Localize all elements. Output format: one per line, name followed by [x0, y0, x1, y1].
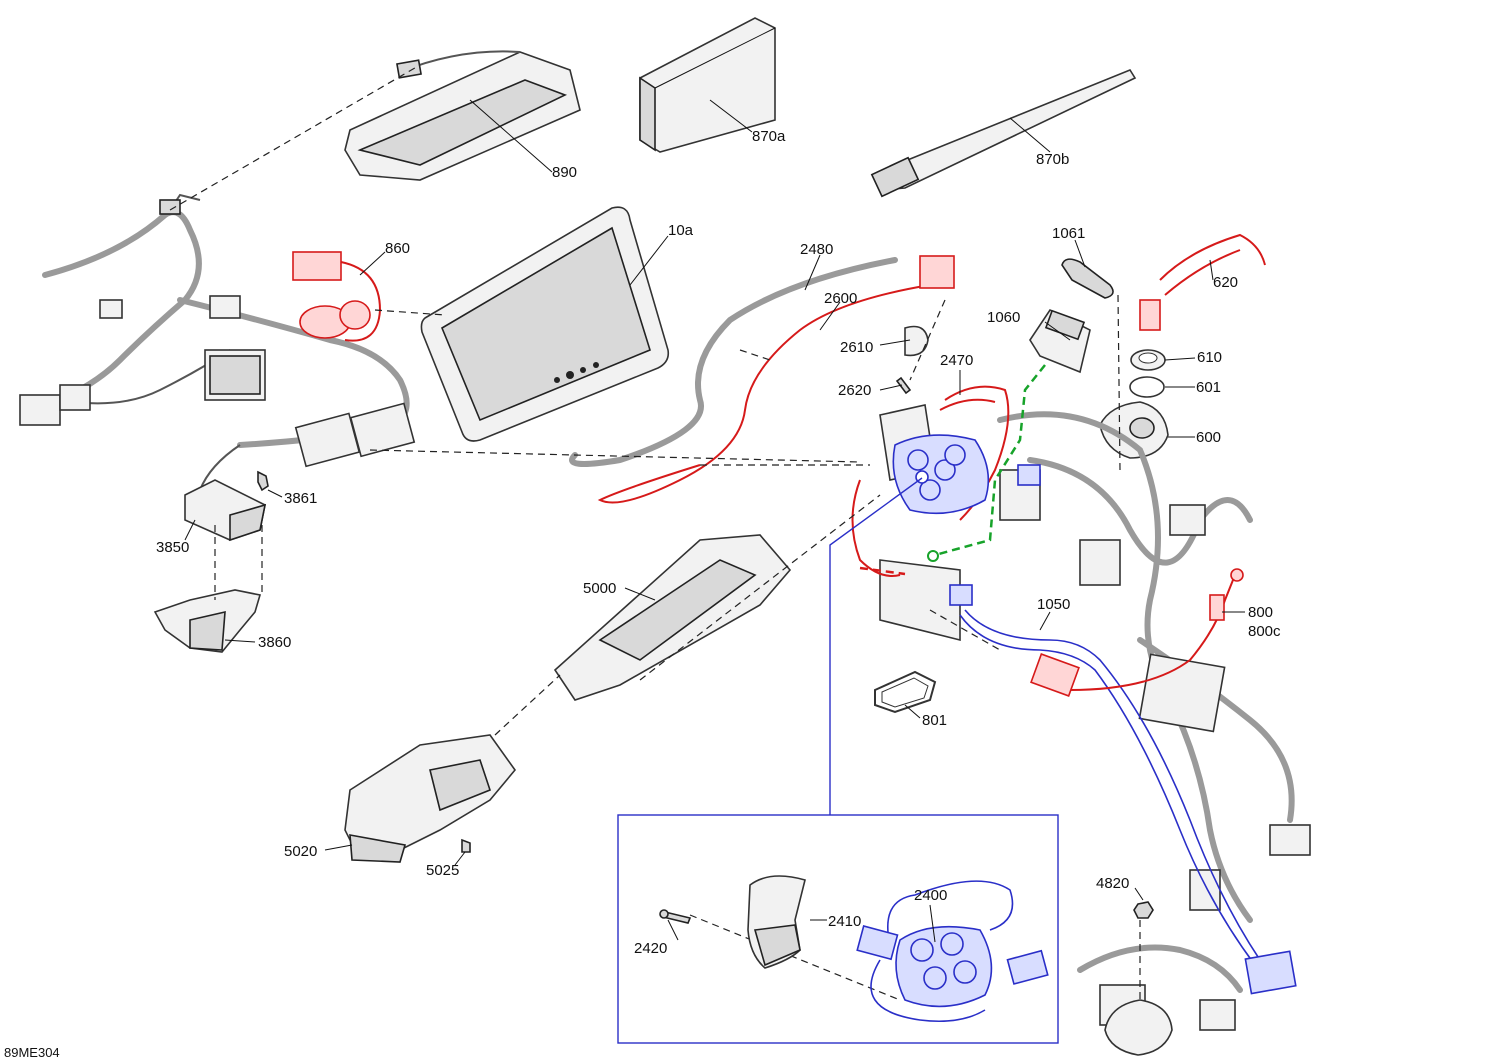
part-2610-clip	[904, 325, 929, 357]
part-2400-switch-on-harness	[892, 434, 1041, 606]
label-10a: 10a	[668, 222, 694, 239]
label-2480: 2480	[800, 241, 833, 258]
part-2420-screw	[659, 909, 692, 924]
label-600: 600	[1196, 429, 1221, 446]
part-2620-screw	[895, 376, 912, 395]
part-1061-cover	[1061, 258, 1114, 299]
part-4820-nut	[1133, 901, 1154, 919]
part-801-gasket	[874, 670, 937, 714]
label-800c: 800c	[1248, 623, 1281, 640]
label-890: 890	[552, 164, 577, 181]
part-2480-cable	[569, 257, 898, 467]
part-2600-cable	[597, 255, 955, 504]
label-3860: 3860	[258, 634, 291, 651]
part-870a-foam-block	[639, 17, 776, 153]
diagram-code: 89ME304	[4, 1045, 60, 1060]
part-870b-cable-tie	[870, 69, 1137, 198]
label-860: 860	[385, 240, 410, 257]
part-620-tether-cord	[1139, 233, 1266, 331]
inset-detail	[617, 477, 1059, 1044]
label-5000: 5000	[583, 580, 616, 597]
label-2600: 2600	[824, 290, 857, 307]
label-870b: 870b	[1036, 151, 1069, 168]
label-610: 610	[1197, 349, 1222, 366]
label-1060: 1060	[987, 309, 1020, 326]
part-labels: 890 870a 870b 860 10a 2480 2600 1061 620…	[4, 128, 1281, 1060]
part-5020-housing	[344, 734, 517, 863]
label-800: 800	[1248, 604, 1273, 621]
part-600-switch	[1099, 401, 1169, 459]
part-3860-bracket	[153, 589, 262, 653]
leader-lines	[184, 99, 1245, 943]
label-2620: 2620	[838, 382, 871, 399]
part-610-ring	[1130, 349, 1166, 371]
label-1050: 1050	[1037, 596, 1070, 613]
label-5025: 5025	[426, 862, 459, 879]
assembly-lines	[169, 64, 1141, 1001]
part-5025-screw	[461, 838, 471, 853]
label-801: 801	[922, 712, 947, 729]
part-860-connector	[292, 251, 382, 342]
label-870a: 870a	[752, 128, 786, 145]
label-2400: 2400	[914, 887, 947, 904]
part-5000-bracket	[553, 534, 792, 701]
label-4820: 4820	[1096, 875, 1129, 892]
label-3861: 3861	[284, 490, 317, 507]
part-1060-switch	[1029, 308, 1091, 374]
part-890-cover	[344, 50, 581, 181]
sensor-bottom	[1104, 999, 1173, 1056]
label-2420: 2420	[634, 940, 667, 957]
label-1061: 1061	[1052, 225, 1085, 242]
label-5020: 5020	[284, 843, 317, 860]
label-601: 601	[1196, 379, 1221, 396]
label-3850: 3850	[156, 539, 189, 556]
part-1050-cable	[959, 609, 1297, 995]
label-2410: 2410	[828, 913, 861, 930]
part-2400-switch-detail	[856, 880, 1049, 1023]
part-3861-screw	[257, 470, 269, 492]
label-620: 620	[1213, 274, 1238, 291]
label-2470: 2470	[940, 352, 973, 369]
part-2410-cover	[747, 875, 806, 969]
part-10a-display	[420, 206, 670, 442]
label-2610: 2610	[840, 339, 873, 356]
part-800-cable	[1030, 568, 1244, 697]
part-601-ring	[1129, 376, 1165, 398]
left-wiring-harness	[19, 193, 416, 491]
part-3850-module	[184, 479, 267, 542]
